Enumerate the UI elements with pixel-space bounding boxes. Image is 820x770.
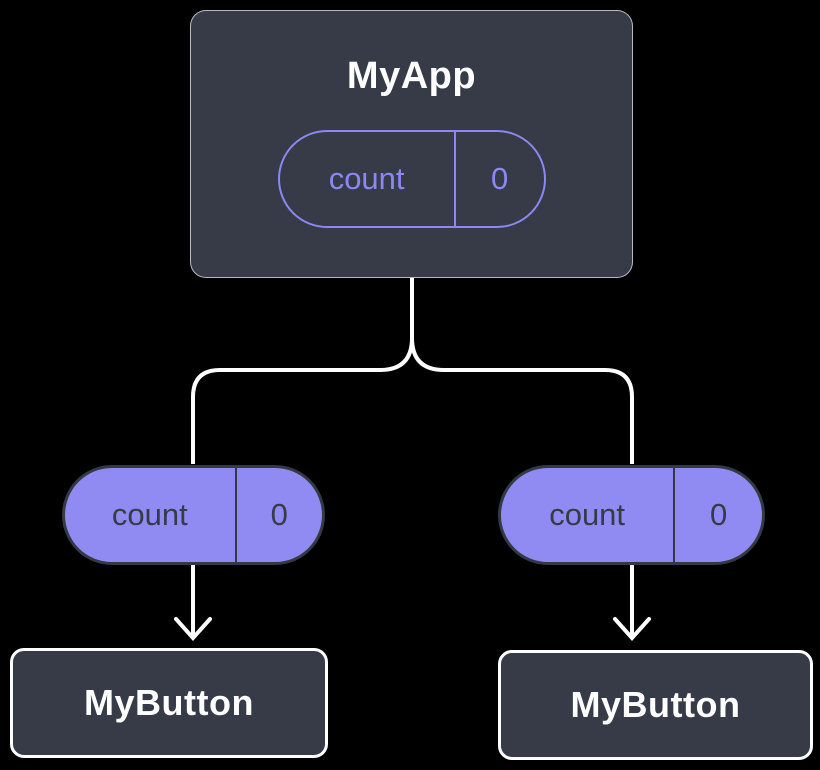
arrow-right-head [613,617,651,641]
branch-right-line [410,274,634,464]
state-value: 0 [453,132,544,226]
state-label: count [328,161,405,196]
mybutton-title-right: MyButton [570,684,741,725]
prop-pill-left: count 0 [62,465,325,565]
root-state-pill: count 0 [277,130,546,228]
prop-value-right: 0 [673,468,762,562]
prop-label-right: count [549,497,626,532]
arrow-left-head [174,617,212,641]
branch-left-line [191,274,414,464]
mybutton-node-right: MyButton [498,650,813,760]
mybutton-title-left: MyButton [84,682,254,723]
prop-label-left: count [111,497,188,532]
mybutton-node-left: MyButton [10,648,328,758]
myapp-node: MyApp count 0 [190,10,633,278]
myapp-title: MyApp [346,55,477,97]
prop-value-left: 0 [234,468,322,562]
prop-pill-right: count 0 [498,465,765,565]
